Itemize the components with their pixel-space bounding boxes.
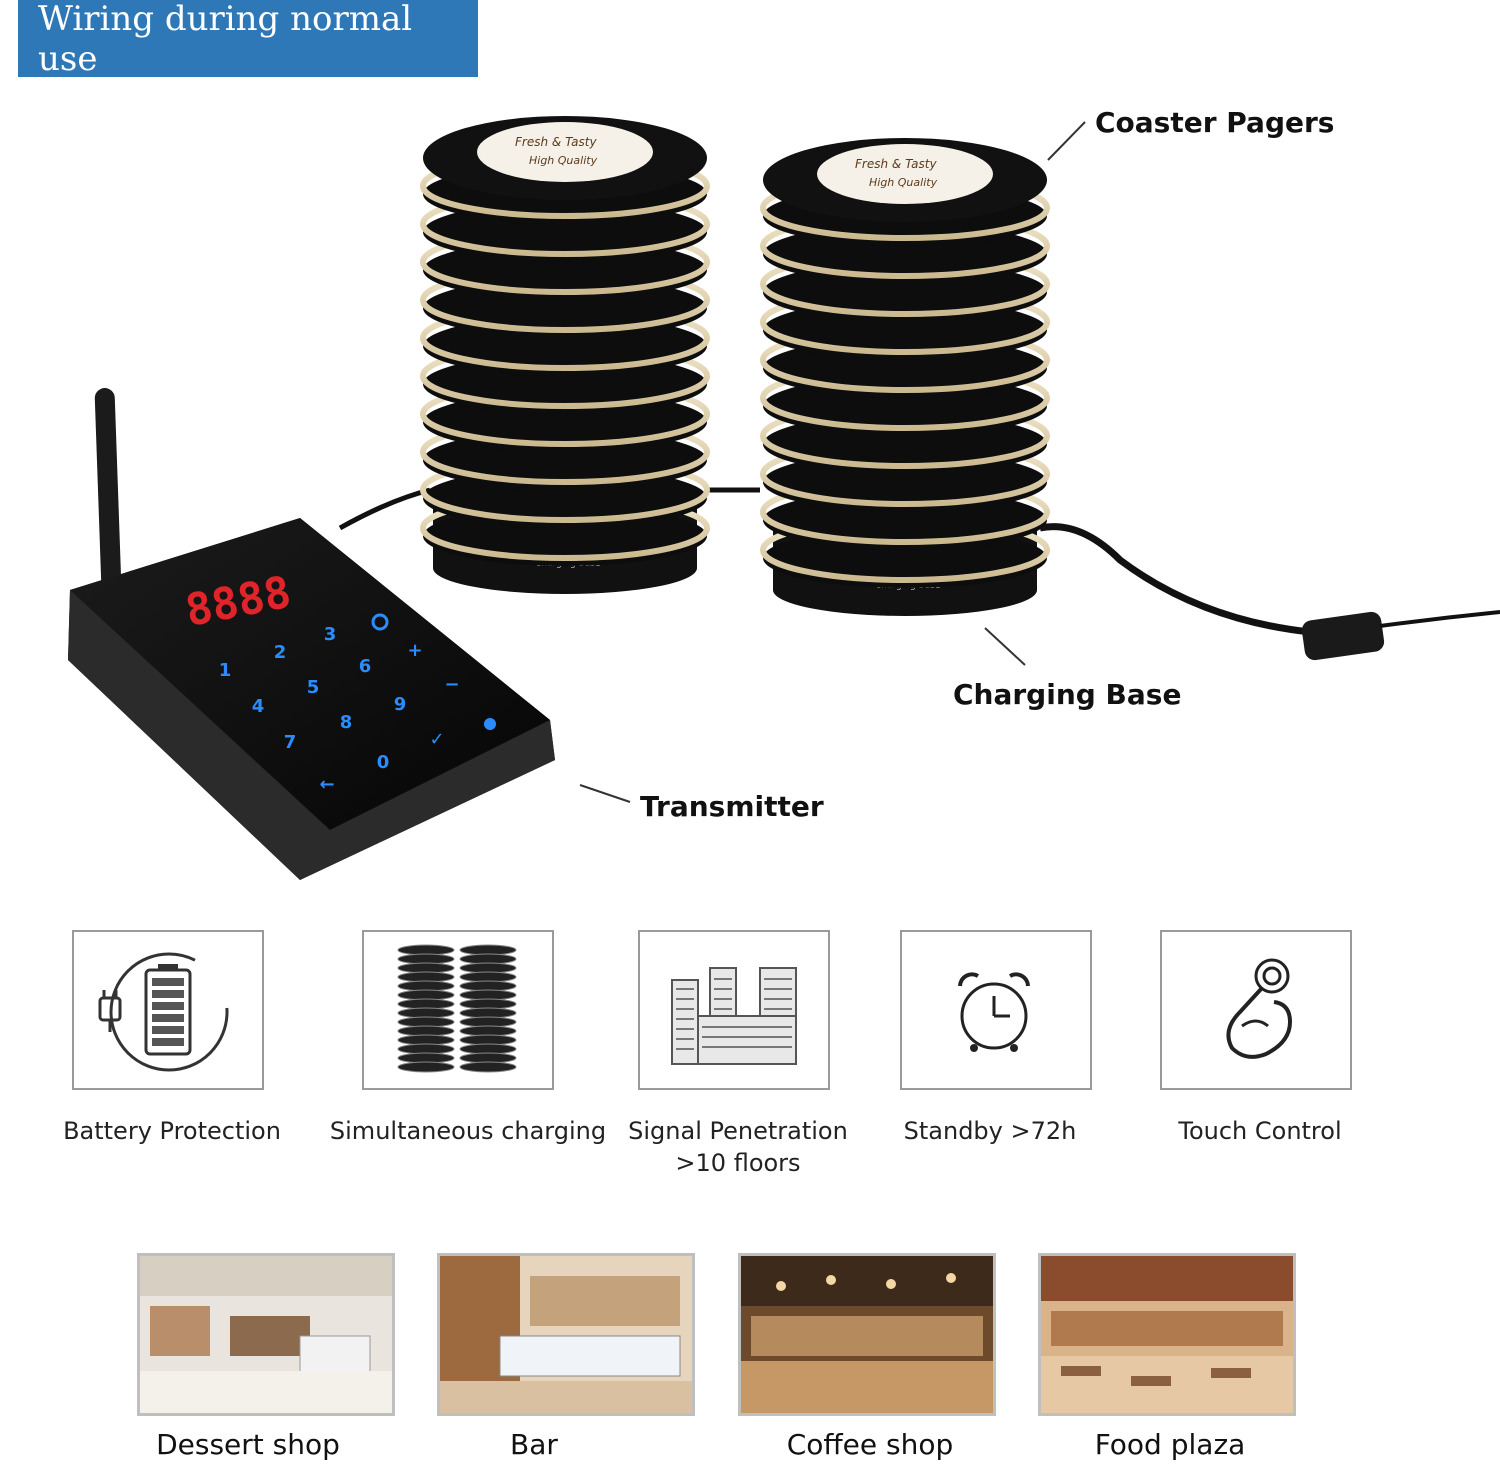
keypad-key[interactable]: ✓ <box>429 729 444 750</box>
scene-label-coffee: Coffee shop <box>786 1428 954 1461</box>
feature-touch-control <box>1160 930 1352 1090</box>
keypad-key[interactable]: 8 <box>340 712 353 733</box>
feature-label-signal: Signal Penetration >10 floors <box>628 1117 848 1177</box>
keypad-key[interactable]: − <box>444 674 459 695</box>
pager-label-text: High Quality <box>869 176 938 189</box>
keypad-key[interactable]: ← <box>319 774 334 795</box>
keypad-key[interactable]: 4 <box>252 696 265 717</box>
keypad-key[interactable]: 6 <box>359 656 372 677</box>
feature-label-standby: Standby >72h <box>903 1117 1077 1145</box>
label-transmitter: Transmitter <box>640 790 824 823</box>
banner-title: Wiring during normal use <box>18 0 478 79</box>
feature-simultaneous-charging <box>362 930 554 1090</box>
scene-label-bar: Bar <box>510 1428 558 1461</box>
feature-label-touch: Touch Control <box>1178 1117 1342 1145</box>
keypad-key[interactable]: 7 <box>284 732 297 753</box>
scene-dessert-shop-photo <box>137 1253 395 1416</box>
pager-label-sticker <box>477 122 653 182</box>
keypad-key[interactable]: 1 <box>219 660 232 681</box>
power-icon[interactable] <box>371 613 389 631</box>
feature-signal-penetration <box>638 930 830 1090</box>
pager-stack-left: Charging Base11121314151617181920Fresh &… <box>420 116 710 594</box>
alarm-clock-icon <box>958 972 1030 1052</box>
feature-standby <box>900 930 1092 1090</box>
keypad-key[interactable]: 0 <box>377 752 390 773</box>
label-coaster-pagers: Coaster Pagers <box>1095 106 1335 139</box>
scene-food-plaza-photo <box>1038 1253 1296 1416</box>
pager-label-text: Fresh & Tasty <box>855 157 937 171</box>
keypad-key[interactable]: 9 <box>394 694 407 715</box>
touch-hand-icon <box>1226 958 1293 1059</box>
keypad-key[interactable]: 5 <box>307 677 320 698</box>
feature-battery-protection <box>72 930 264 1090</box>
pager-stacks-icon <box>397 944 517 1073</box>
feature-label-battery: Battery Protection <box>63 1117 281 1145</box>
mini-stack-right <box>459 944 517 1073</box>
pager-label-text: Fresh & Tasty <box>515 135 597 149</box>
keypad-key[interactable]: + <box>407 640 422 661</box>
pager-label-text: High Quality <box>529 154 598 167</box>
feature-label-charging: Simultaneous charging <box>329 1117 607 1145</box>
keypad-key[interactable]: 3 <box>324 624 337 645</box>
pager-label-sticker <box>817 144 993 204</box>
buildings-icon <box>671 967 797 1065</box>
pager-stack-right: Charging Base12345678910Fresh & TastyHig… <box>760 138 1050 616</box>
scene-coffee-shop-photo <box>738 1253 996 1416</box>
scene-label-dessert: Dessert shop <box>156 1428 340 1461</box>
keypad-key[interactable]: 2 <box>274 642 287 663</box>
hero-product-illustration: Charging Base11121314151617181920Fresh &… <box>68 116 1500 880</box>
call-icon[interactable] <box>484 718 496 730</box>
transmitter-keypad: 1 2 3 4 5 6 7 8 9 0 + − ✓ ← <box>219 613 496 795</box>
mini-stack-left <box>397 944 455 1073</box>
scene-label-food-plaza: Food plaza <box>1094 1428 1246 1461</box>
scene-bar-photo <box>437 1253 695 1416</box>
label-charging-base: Charging Base <box>953 678 1182 711</box>
battery-icon <box>98 952 229 1072</box>
